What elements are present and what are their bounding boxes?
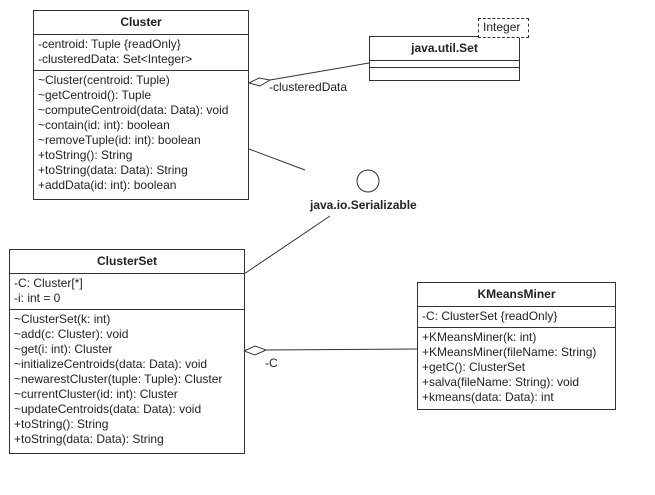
- association-label-clustered-data: -clusteredData: [269, 80, 348, 94]
- class-kmeansminer-operations: +KMeansMiner(k: int) +KMeansMiner(fileNa…: [418, 328, 615, 408]
- attribute: -clusteredData: Set<Integer>: [38, 52, 193, 66]
- class-java-util-set-attributes: [370, 61, 519, 68]
- operation: ~contain(id: int): boolean: [38, 118, 170, 132]
- class-cluster[interactable]: Cluster -centroid: Tuple {readOnly} -clu…: [33, 10, 249, 200]
- interface-lollipop-circle: [356, 169, 380, 193]
- operation: +KMeansMiner(k: int): [422, 330, 537, 344]
- operation: ~currentCluster(id: int): Cluster: [14, 387, 178, 401]
- class-clusterset[interactable]: ClusterSet -C: Cluster[*] -i: int = 0 ~C…: [9, 249, 245, 454]
- association-label-c: -C: [265, 356, 278, 370]
- attribute: -C: Cluster[*]: [14, 276, 83, 290]
- operation: ~Cluster(centroid: Tuple): [38, 73, 170, 87]
- operation: ~get(i: int): Cluster: [14, 342, 113, 356]
- association-line-clustered-data: [269, 62, 370, 81]
- class-java-util-set-name: java.util.Set: [370, 37, 519, 61]
- operation: ~getCentroid(): Tuple: [38, 88, 152, 102]
- operation: +toString(data: Data): String: [38, 163, 188, 177]
- association-line-c: [265, 348, 418, 351]
- operation: +addData(id: int): boolean: [38, 178, 177, 192]
- class-kmeansminer[interactable]: KMeansMiner -C: ClusterSet {readOnly} +K…: [417, 282, 616, 410]
- operation: ~updateCentroids(data: Data): void: [14, 402, 202, 416]
- operation: ~add(c: Cluster): void: [14, 327, 129, 341]
- operation: +toString(data: Data): String: [14, 432, 164, 446]
- operation: ~initializeCentroids(data: Data): void: [14, 357, 208, 371]
- operation: +KMeansMiner(fileName: String): [422, 345, 597, 359]
- operation: +toString(): String: [38, 148, 133, 162]
- realization-line-clusterset: [243, 215, 331, 275]
- class-cluster-attributes: -centroid: Tuple {readOnly} -clusteredDa…: [34, 35, 248, 71]
- class-java-util-set[interactable]: java.util.Set: [369, 36, 520, 81]
- class-kmeansminer-name: KMeansMiner: [418, 283, 615, 307]
- class-cluster-name: Cluster: [34, 11, 248, 35]
- class-clusterset-operations: ~ClusterSet(k: int) ~add(c: Cluster): vo…: [10, 310, 244, 450]
- operation: +getC(): ClusterSet: [422, 360, 526, 374]
- class-cluster-operations: ~Cluster(centroid: Tuple) ~getCentroid()…: [34, 71, 248, 196]
- class-kmeansminer-attributes: -C: ClusterSet {readOnly}: [418, 307, 615, 328]
- class-clusterset-name: ClusterSet: [10, 250, 244, 274]
- operation: +toString(): String: [14, 417, 109, 431]
- operation: ~removeTuple(id: int): boolean: [38, 133, 201, 147]
- operation: +kmeans(data: Data): int: [422, 390, 554, 404]
- aggregation-diamond-clusterset: [242, 345, 268, 356]
- operation: +salva(fileName: String): void: [422, 375, 580, 389]
- attribute: -C: ClusterSet {readOnly}: [422, 309, 558, 323]
- interface-serializable-label: java.io.Serializable: [310, 198, 417, 212]
- operation: ~newarestCluster(tuple: Tuple): Cluster: [14, 372, 223, 386]
- attribute: -i: int = 0: [14, 291, 61, 305]
- class-clusterset-attributes: -C: Cluster[*] -i: int = 0: [10, 274, 244, 310]
- operation: ~computeCentroid(data: Data): void: [38, 103, 229, 117]
- realization-line-cluster: [248, 148, 306, 171]
- template-parameter-box: Integer: [478, 18, 529, 38]
- attribute: -centroid: Tuple {readOnly}: [38, 37, 181, 51]
- aggregation-diamond-cluster: [247, 77, 272, 87]
- operation: ~ClusterSet(k: int): [14, 312, 111, 326]
- class-java-util-set-operations: [370, 68, 519, 74]
